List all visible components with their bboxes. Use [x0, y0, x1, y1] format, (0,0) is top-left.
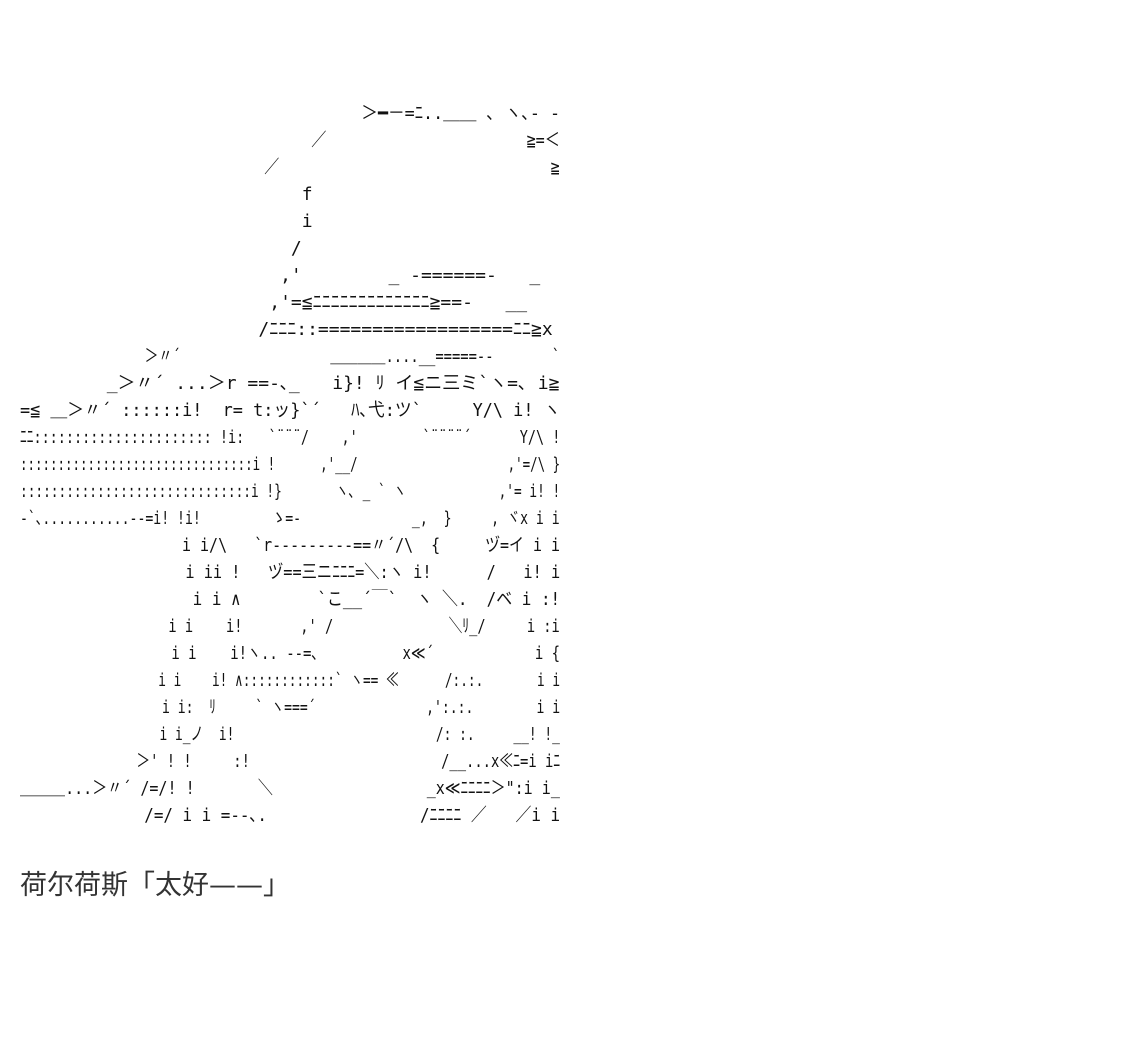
ascii-art-line: i i: ﾘ ` ヽ===´ ,':.:. i i: [20, 697, 561, 718]
ascii-art-line: :::::::::::::::::::::::::::::::i ! ,'__/…: [20, 454, 561, 475]
ascii-art-line: ＿＿＿...＞〃´ /=/! ! ＼ _x≪ﾆﾆﾆﾆ＞":i i_: [20, 778, 560, 799]
ascii-art-line: i ii ! ヅ==三ニﾆﾆﾆ=＼:ヽ i! / i! i: [20, 562, 561, 583]
ascii-art-line: ‐`､...........‐‐=i! !i! ゝ=- _, } , ヾx i …: [20, 508, 560, 529]
ascii-art-line: i i i! ∧::::::::::::` ヽ== ≪ /:.:. i i: [20, 670, 561, 691]
ascii-art-line: ／ ≧: [20, 157, 560, 178]
ascii-art-line: i i i!ヽ.. --=､ x≪´ i {: [20, 643, 561, 664]
ascii-art-line: i i ∧ `こ__´￣` ヽ ＼. /ベ i :!: [20, 589, 561, 610]
ascii-art-line: i i_ノ i! /: :. __! !_: [20, 724, 560, 745]
ascii-art-line: ﾆﾆ:::::::::::::::::::::: !i: `¨¨¨/ ,' `¨…: [20, 427, 561, 448]
ascii-art-line: i: [20, 211, 313, 232]
ascii-art-line: =≦ ＿＞〃´ ::::::i! r= t:ッ}`´ ﾊ､弋:ツ` Y/\ i!…: [20, 400, 561, 421]
ascii-art-line: i i/\ `r‐‐‐‐‐‐‐--==〃´/\ { ヅ=イ i i: [20, 535, 561, 556]
ascii-art-line: ,'=≦ﾆﾆﾆﾆﾆﾆﾆﾆﾆﾆﾆﾆﾆ≧==- __: [20, 292, 528, 313]
ascii-art-line: ＞━－=ﾆ..＿＿ ､ ヽ､‐ ‐: [20, 103, 560, 124]
ascii-art-line: /=/ i i =--､. /ﾆﾆﾆﾆ ／ ／i i: [20, 805, 561, 826]
ascii-art-line: ,' _ -======- _: [20, 265, 541, 286]
ascii-art-line: /ﾆﾆﾆ::==================ﾆﾆ≧x: [20, 319, 553, 340]
ascii-art-line: ／ ≧=＜: [20, 130, 560, 151]
ascii-art-line: ::::::::::::::::::::::::::::::i !} ヽ､ _ …: [20, 481, 561, 502]
ascii-art-line: ＞' ! ! :! /__...x≪ﾆ=i iﾆ: [20, 751, 561, 772]
ascii-art: ＞━－=ﾆ..＿＿ ､ ヽ､‐ ‐ ／ ≧=＜ ／ ≧ f i: [20, 100, 580, 830]
caption-text: 荷尔荷斯「太好——」: [20, 870, 290, 901]
ascii-art-line: i i i! ,' / ＼ﾘ_/ i :i: [20, 616, 560, 637]
ascii-art-line: f: [20, 184, 313, 205]
ascii-art-line: _＞〃´ ...＞r ==-､_ i}! ﾘ イ≦ニ三ミ`ヽ=､ i≧: [20, 373, 560, 394]
ascii-art-line: /: [20, 238, 302, 259]
ascii-art-line: ＞〃´ ＿＿＿＿....__=====-- `: [20, 346, 561, 367]
